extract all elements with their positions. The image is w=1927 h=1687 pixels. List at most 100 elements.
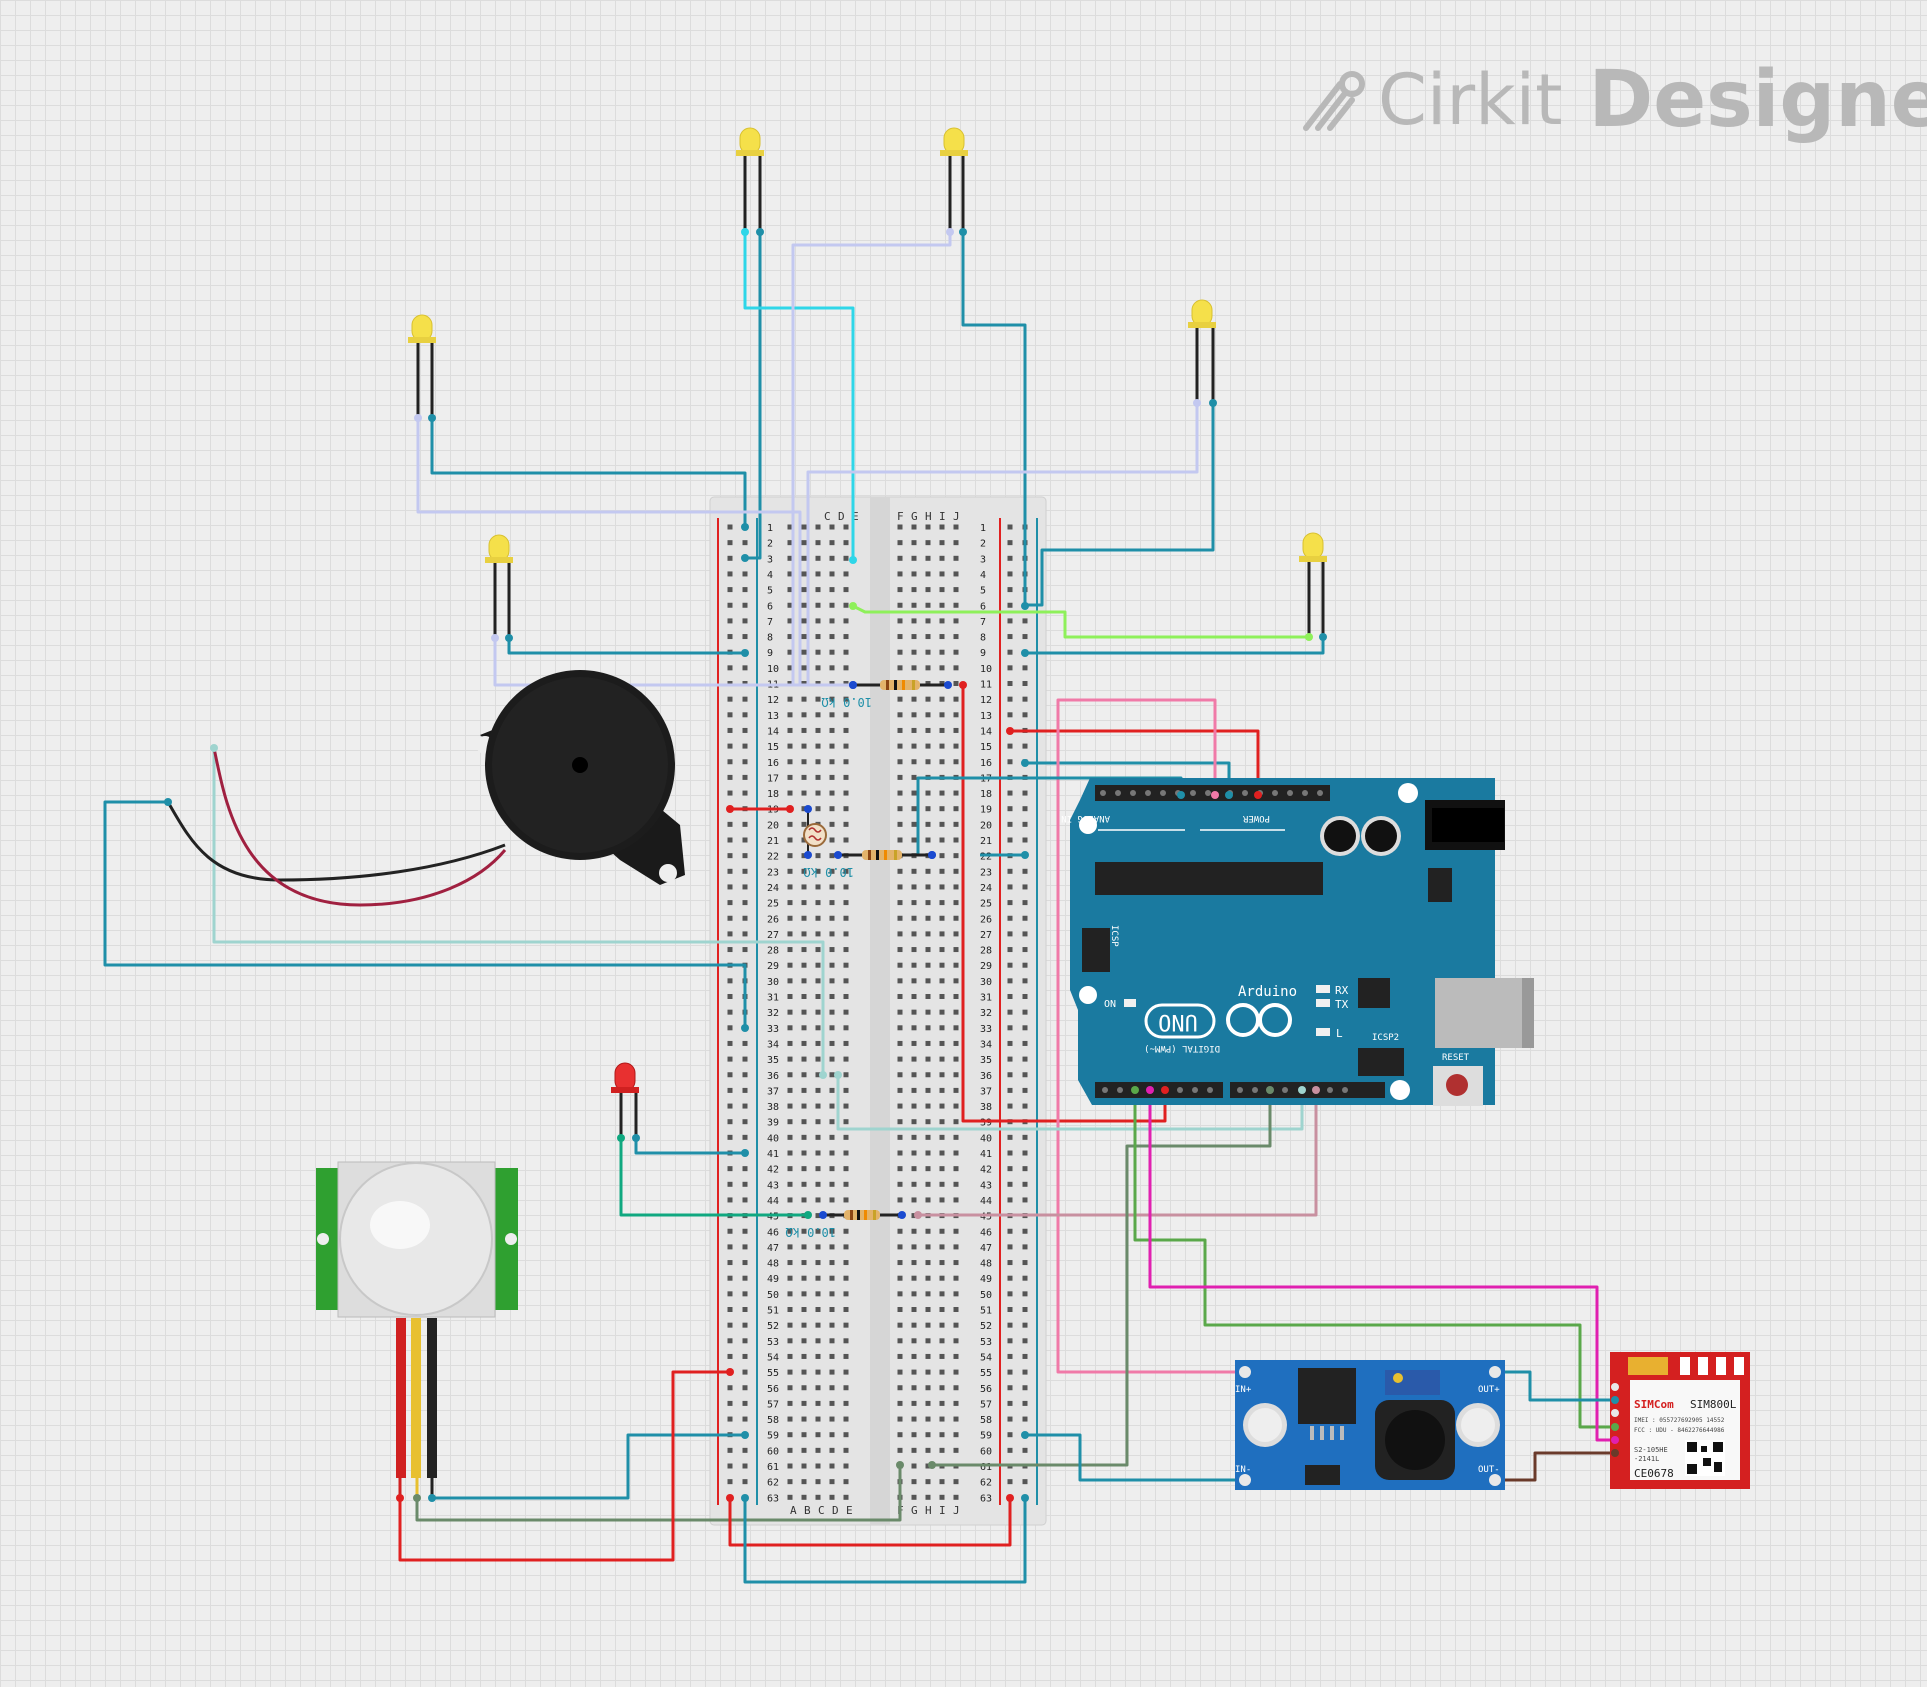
breadboard-hole[interactable]: [829, 759, 835, 765]
breadboard-hole[interactable]: [925, 994, 931, 999]
breadboard-hole[interactable]: [787, 618, 793, 624]
breadboard-hole[interactable]: [953, 900, 959, 906]
breadboard-hole[interactable]: [1022, 1103, 1028, 1109]
breadboard-hole[interactable]: [801, 1166, 807, 1172]
breadboard-hole[interactable]: [925, 900, 931, 906]
breadboard-hole[interactable]: [953, 649, 959, 655]
breadboard-hole[interactable]: [843, 947, 849, 953]
breadboard-hole[interactable]: [815, 853, 821, 859]
breadboard-hole[interactable]: [925, 915, 931, 921]
breadboard-hole[interactable]: [829, 540, 835, 546]
breadboard-hole[interactable]: [925, 1400, 931, 1406]
breadboard-hole[interactable]: [843, 1072, 849, 1078]
breadboard-hole[interactable]: [911, 1213, 917, 1219]
breadboard-hole[interactable]: [843, 634, 849, 640]
breadboard-hole[interactable]: [897, 962, 903, 968]
breadboard-hole[interactable]: [829, 806, 835, 812]
breadboard-hole[interactable]: [801, 696, 807, 702]
breadboard-hole[interactable]: [727, 884, 733, 890]
breadboard-hole[interactable]: [939, 571, 945, 577]
breadboard-hole[interactable]: [1007, 665, 1013, 671]
breadboard-hole[interactable]: [787, 1369, 793, 1375]
breadboard-hole[interactable]: [925, 1025, 931, 1031]
breadboard-hole[interactable]: [953, 1447, 959, 1453]
breadboard-hole[interactable]: [742, 696, 748, 702]
breadboard-hole[interactable]: [911, 1338, 917, 1344]
breadboard-hole[interactable]: [1022, 837, 1028, 843]
breadboard-hole[interactable]: [897, 524, 903, 530]
breadboard-hole[interactable]: [953, 665, 959, 671]
breadboard-hole[interactable]: [1007, 931, 1013, 937]
breadboard-hole[interactable]: [953, 602, 959, 608]
breadboard-hole[interactable]: [815, 1479, 821, 1485]
breadboard-hole[interactable]: [953, 1385, 959, 1391]
breadboard-hole[interactable]: [897, 649, 903, 655]
breadboard-hole[interactable]: [1007, 696, 1013, 702]
breadboard-hole[interactable]: [742, 1275, 748, 1281]
breadboard-hole[interactable]: [939, 1181, 945, 1187]
breadboard-hole[interactable]: [1022, 665, 1028, 671]
breadboard-hole[interactable]: [787, 1385, 793, 1391]
breadboard-hole[interactable]: [911, 1369, 917, 1375]
breadboard-hole[interactable]: [939, 790, 945, 796]
breadboard-hole[interactable]: [829, 1338, 835, 1344]
breadboard-hole[interactable]: [829, 1385, 835, 1391]
breadboard-hole[interactable]: [897, 1150, 903, 1156]
breadboard-hole[interactable]: [1007, 1181, 1013, 1187]
breadboard-hole[interactable]: [742, 1181, 748, 1187]
breadboard-hole[interactable]: [953, 1494, 959, 1500]
breadboard-hole[interactable]: [911, 555, 917, 561]
breadboard-hole[interactable]: [939, 947, 945, 953]
wire-green[interactable]: [619, 1138, 808, 1217]
breadboard-hole[interactable]: [742, 1400, 748, 1406]
breadboard-hole[interactable]: [843, 1025, 849, 1031]
breadboard-hole[interactable]: [911, 1181, 917, 1187]
wire-red[interactable]: [728, 1498, 1012, 1547]
breadboard-hole[interactable]: [742, 665, 748, 671]
wire-lime[interactable]: [852, 604, 1309, 639]
breadboard-hole[interactable]: [829, 1150, 835, 1156]
breadboard-hole[interactable]: [1022, 1228, 1028, 1234]
breadboard-hole[interactable]: [829, 1244, 835, 1250]
breadboard-hole[interactable]: [911, 602, 917, 608]
breadboard-hole[interactable]: [925, 1260, 931, 1266]
breadboard-hole[interactable]: [843, 821, 849, 827]
breadboard-hole[interactable]: [829, 1228, 835, 1234]
breadboard-hole[interactable]: [829, 1463, 835, 1469]
breadboard-hole[interactable]: [939, 1025, 945, 1031]
breadboard-hole[interactable]: [742, 1244, 748, 1250]
breadboard-hole[interactable]: [911, 947, 917, 953]
breadboard-hole[interactable]: [1022, 931, 1028, 937]
breadboard-hole[interactable]: [939, 1307, 945, 1312]
arduino-uno[interactable]: ANALOG IN POWER ICSP RX TX L ON Arduino …: [1061, 778, 1534, 1106]
breadboard-hole[interactable]: [801, 1040, 807, 1046]
breadboard-hole[interactable]: [829, 571, 835, 577]
breadboard-hole[interactable]: [801, 994, 807, 999]
breadboard-hole[interactable]: [1007, 1307, 1013, 1312]
breadboard-hole[interactable]: [925, 1385, 931, 1391]
breadboard-hole[interactable]: [801, 837, 807, 843]
breadboard-hole[interactable]: [897, 1369, 903, 1375]
breadboard-hole[interactable]: [815, 1072, 821, 1078]
breadboard-hole[interactable]: [801, 774, 807, 780]
breadboard-hole[interactable]: [815, 1197, 821, 1203]
breadboard-hole[interactable]: [843, 1400, 849, 1406]
breadboard-hole[interactable]: [787, 1479, 793, 1485]
breadboard-hole[interactable]: [801, 1197, 807, 1203]
pir-sensor[interactable]: [316, 1161, 518, 1502]
breadboard-hole[interactable]: [953, 1150, 959, 1156]
wire-teal[interactable]: [1025, 637, 1325, 655]
breadboard-hole[interactable]: [939, 1260, 945, 1266]
breadboard-hole[interactable]: [843, 665, 849, 671]
breadboard-hole[interactable]: [843, 743, 849, 749]
breadboard-hole[interactable]: [1022, 1260, 1028, 1266]
wire-olive[interactable]: [415, 1465, 902, 1522]
breadboard-hole[interactable]: [801, 1103, 807, 1109]
breadboard-hole[interactable]: [1022, 1307, 1028, 1312]
breadboard-hole[interactable]: [727, 1197, 733, 1203]
breadboard-hole[interactable]: [742, 1385, 748, 1391]
breadboard-hole[interactable]: [829, 1307, 835, 1312]
breadboard-hole[interactable]: [925, 649, 931, 655]
breadboard-hole[interactable]: [829, 1416, 835, 1422]
breadboard-hole[interactable]: [801, 1447, 807, 1453]
